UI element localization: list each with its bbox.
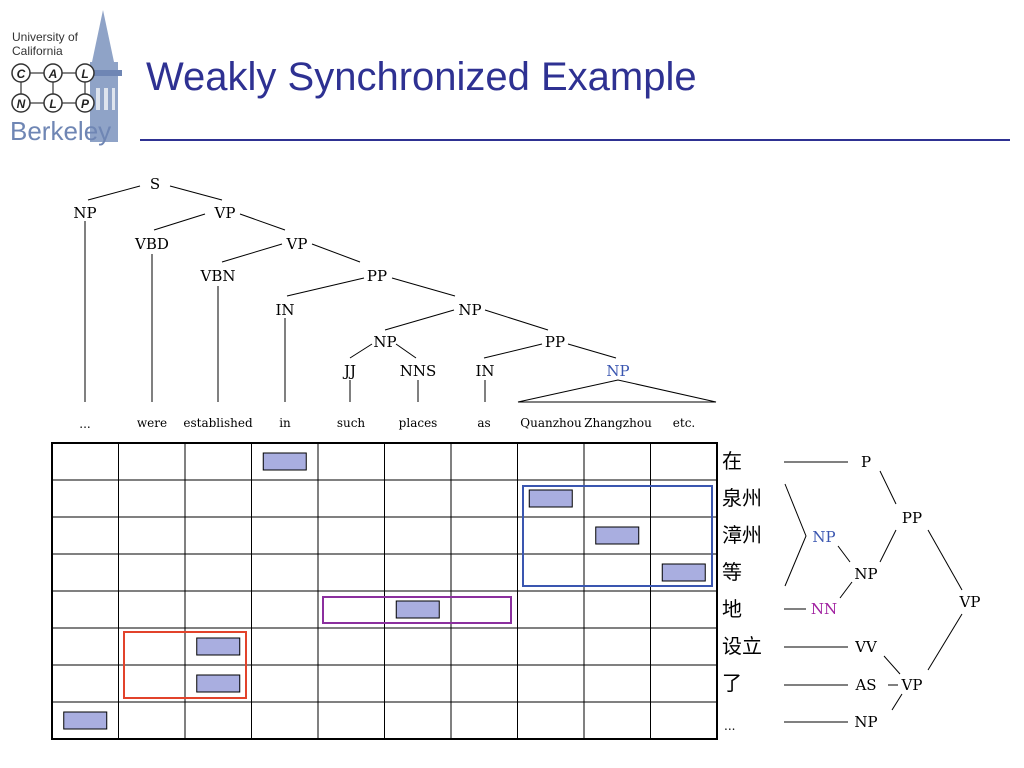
- red-vp-box: [123, 631, 247, 699]
- node-vv: VV: [854, 638, 878, 656]
- node-in: IN: [475, 362, 494, 380]
- logo-circle-a: A: [48, 67, 58, 81]
- english-parse-tree: S NP VP VBD VP VBN PP IN NP NP PP JJ NNS…: [73, 175, 717, 403]
- alignment-cell: [63, 711, 108, 730]
- page-title: Weakly Synchronized Example: [146, 55, 697, 99]
- word: in: [279, 416, 291, 430]
- node-np-highlighted: NP: [606, 362, 629, 380]
- node-pp: PP: [902, 509, 922, 527]
- logo-circle-l: L: [81, 67, 88, 81]
- word: such: [337, 416, 366, 430]
- node-vp: VP: [214, 204, 236, 222]
- node-vp2: VP: [901, 676, 923, 694]
- zh-word: 泉州: [722, 486, 762, 510]
- logo-circle-p: P: [81, 97, 90, 111]
- word: were: [137, 416, 167, 430]
- word: ...: [79, 417, 90, 431]
- node-np: NP: [458, 301, 481, 319]
- zh-word: ...: [724, 719, 735, 733]
- alignment-cell: [661, 563, 706, 582]
- chinese-parse-tree: P PP NP NP NN VP VV AS VP NP: [784, 453, 980, 731]
- chinese-words: 在 泉州 漳州 等 地 设立 了 ...: [722, 449, 762, 733]
- node-np: NP: [373, 333, 396, 351]
- word: etc.: [673, 416, 695, 430]
- blue-np-box: [522, 485, 713, 587]
- logo-circle-n: N: [17, 97, 26, 111]
- node-s: S: [150, 175, 160, 193]
- logo-berkeley: Berkeley: [10, 116, 111, 146]
- campanile-icon: [86, 10, 122, 142]
- node-np-last: NP: [854, 713, 877, 731]
- node-vbd: VBD: [134, 235, 169, 253]
- english-words: ... were established in such places as Q…: [79, 416, 695, 431]
- zh-word: 了: [722, 671, 742, 695]
- node-nns: NNS: [400, 362, 437, 380]
- grid-lines: [52, 443, 717, 739]
- node-vbn: VBN: [200, 267, 236, 285]
- node-as: AS: [854, 676, 876, 694]
- node-np-blue: NP: [812, 528, 835, 546]
- logo-line2: California: [12, 44, 63, 58]
- zh-word: 设立: [722, 634, 762, 658]
- zh-word: 漳州: [722, 523, 762, 547]
- alignment-cell: [196, 637, 241, 656]
- alignment-cell: [528, 489, 573, 508]
- alignment-cell: [595, 526, 640, 545]
- alignment-grid: [51, 442, 718, 740]
- logo-circle-c: C: [17, 67, 26, 81]
- university-logo: University of California C A L N L P Ber…: [10, 10, 122, 146]
- word: places: [399, 416, 438, 430]
- node-p: P: [861, 453, 871, 471]
- node-np: NP: [854, 565, 877, 583]
- node-vp: VP: [286, 235, 308, 253]
- node-pp: PP: [367, 267, 387, 285]
- alignment-cell: [196, 674, 241, 693]
- node-pp: PP: [545, 333, 565, 351]
- node-in: IN: [275, 301, 294, 319]
- word: Quanzhou: [520, 416, 582, 430]
- logo-circles: C A L N L P: [11, 63, 95, 113]
- node-vp: VP: [959, 593, 981, 611]
- zh-word: 地: [722, 597, 742, 621]
- word: as: [477, 416, 490, 430]
- alignment-cell: [262, 452, 307, 471]
- alignment-cell: [395, 600, 440, 619]
- zh-word: 在: [722, 449, 742, 473]
- logo-circle-l2: L: [49, 97, 56, 111]
- node-np: NP: [73, 204, 96, 222]
- zh-word: 等: [722, 560, 742, 584]
- node-nn-purple: NN: [811, 600, 837, 618]
- word: established: [183, 416, 253, 430]
- alignment-cells: [63, 452, 706, 730]
- node-jj: JJ: [342, 362, 356, 380]
- logo-line1: University of: [12, 30, 79, 44]
- word: Zhangzhou: [584, 416, 652, 430]
- purple-nn-box: [322, 596, 512, 624]
